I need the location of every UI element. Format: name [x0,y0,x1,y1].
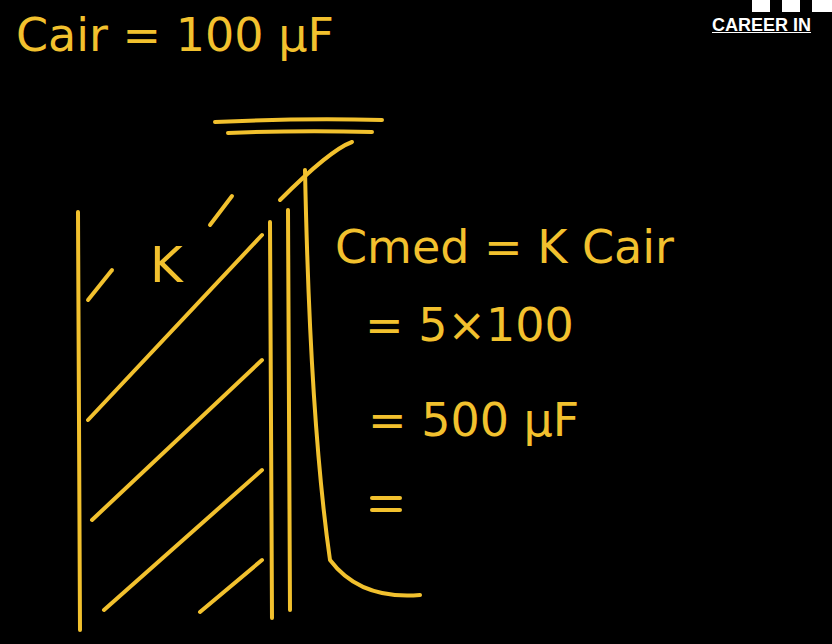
dielectric-symbol: K [150,238,183,293]
logo-text: CAREER IN [712,16,811,36]
equation-text: Cair = 100 μF [16,10,334,61]
result-text: = 500 μF [368,395,579,446]
equation-text: Cmed = K Cair [335,222,674,273]
equation-text: = 5×100 [365,300,574,351]
